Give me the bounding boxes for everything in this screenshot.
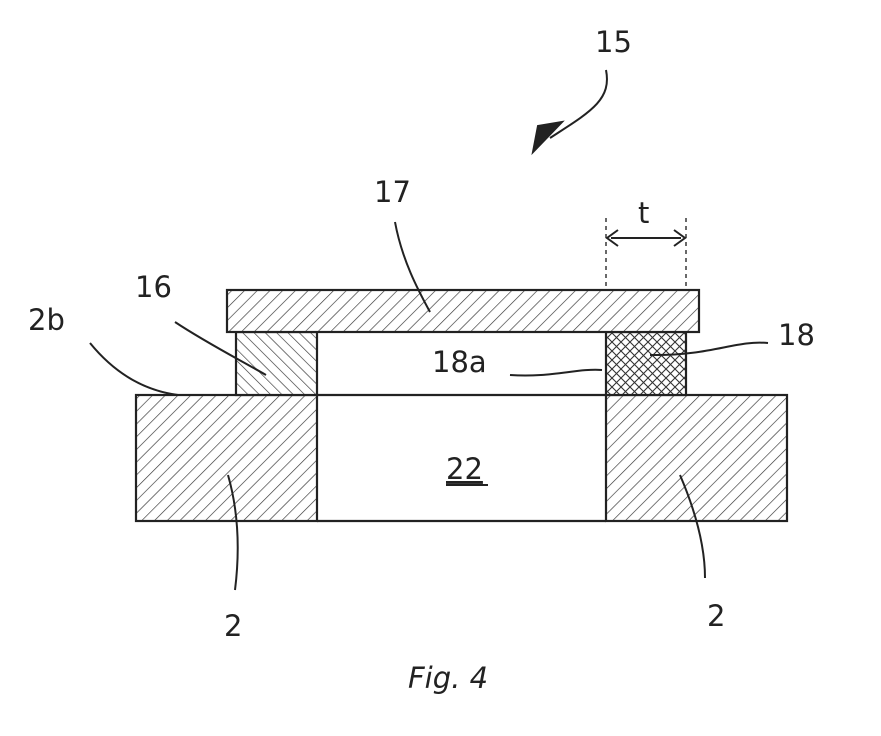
label-18a: 18a [432, 345, 487, 379]
base-right-block [606, 395, 787, 521]
spacer-left-16 [236, 332, 317, 395]
assembly-arrowhead [533, 122, 562, 152]
label-17: 17 [374, 175, 411, 209]
spacer-right-18 [606, 332, 686, 395]
leader-2b [90, 343, 178, 395]
label-2b: 2b [28, 303, 65, 337]
label-16: 16 [135, 270, 172, 304]
leader-18a [510, 370, 602, 376]
assembly-arrow-shaft [550, 70, 607, 138]
base-left-block [136, 395, 317, 521]
label-18: 18 [778, 318, 815, 352]
figure-caption: Fig. 4 [408, 661, 488, 695]
label-2-left: 2 [224, 609, 242, 643]
label-t: t [638, 196, 649, 230]
label-22: 22 [446, 452, 483, 486]
label-2-right: 2 [707, 599, 725, 633]
label-15: 15 [595, 25, 632, 59]
top-plate-17 [227, 290, 699, 332]
